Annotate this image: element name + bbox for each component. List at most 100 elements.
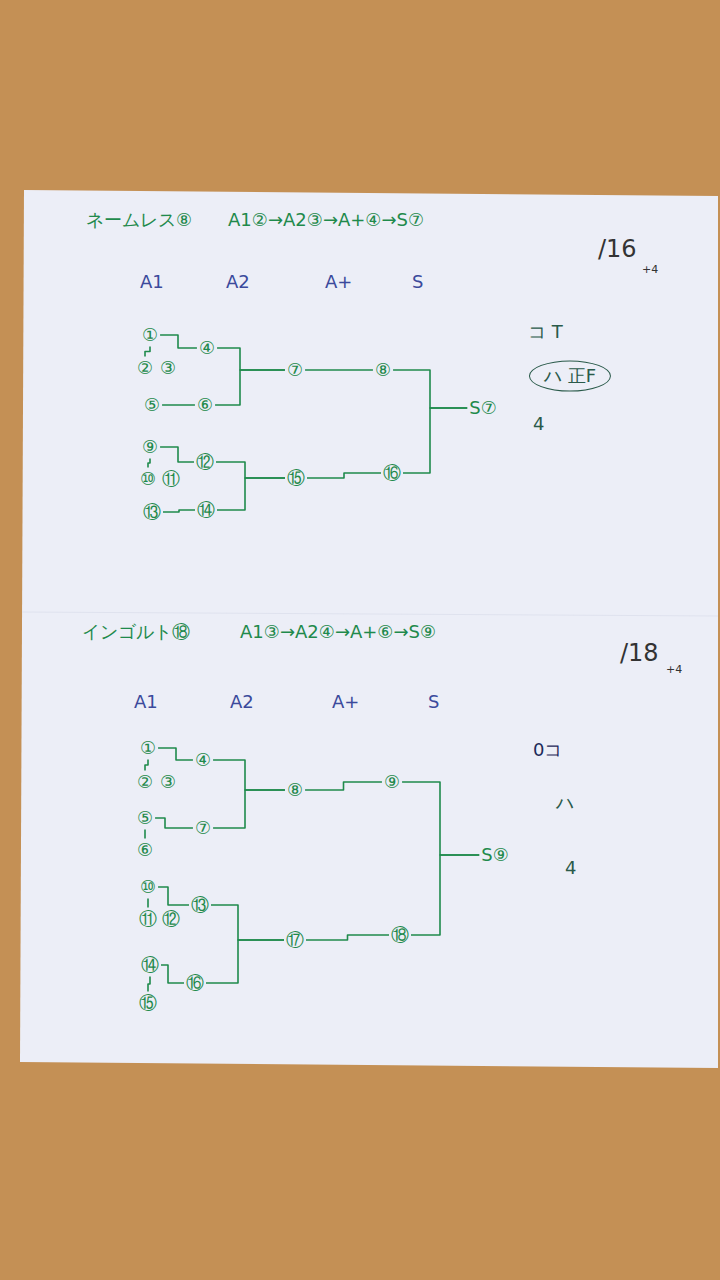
bracket-entry: S⑦ [468,398,498,419]
bracket-entry: ⑰ [285,930,305,951]
entry-number: ⑬ [143,501,161,522]
entry-number: ⑭ [197,499,215,520]
entry-number: ⑭ [141,954,159,975]
bracket-entry: ⑮ [138,993,158,1014]
bracket-line [402,782,479,855]
bracket-entry: ⑫ [161,909,181,930]
entry-number: S⑦ [469,397,497,418]
bracket-line [158,887,189,905]
entry-number: ④ [199,337,215,358]
entry-number: ⑯ [383,462,401,483]
bracket-line [213,790,285,828]
column-header: S [428,692,439,712]
circled-note: ハ 正F [529,361,611,392]
bracket-entry: ② [136,772,154,793]
bracket-entry: ⑩ [139,469,157,490]
round-sequence: A1③→A2④→A+⑥→S⑨ [240,622,436,642]
bracket-entry: S⑨ [480,845,510,866]
bracket-entry: ④ [198,338,216,359]
bracket-line [306,935,389,940]
bracket-line [216,462,285,478]
entry-number: ⑦ [287,359,303,380]
bracket-line [206,940,284,983]
bracket-entry: ⑱ [390,925,410,946]
bracket-line [305,782,382,790]
entry-number: ② [137,357,153,378]
entry-number: ⑨ [142,436,158,457]
bracket-line [215,370,285,405]
bracket-entry: ⑦ [286,360,304,381]
entry-number: ⑤ [144,394,160,415]
bracket-entry: ⑤ [143,395,161,416]
bracket-entry: ② [136,358,154,379]
section-title: インゴルト⑱ [82,622,190,642]
bracket-line [147,898,149,907]
entry-number: ⑫ [196,451,214,472]
entry-number: S⑨ [481,844,509,865]
column-header: A+ [332,692,359,712]
bracket-entry: ① [139,738,157,759]
entry-number: ⑮ [287,467,305,488]
bracket-entry: ⑨ [383,772,401,793]
bracket-line [305,369,373,371]
bracket-entry: ⑭ [140,955,160,976]
entry-number: ⑪ [139,908,157,929]
column-header: A1 [140,272,164,292]
entry-number: ① [140,737,156,758]
bracket-entry: ⑦ [194,818,212,839]
column-header: A2 [226,272,250,292]
bracket-entry: ⑧ [286,780,304,801]
entry-number: ⑩ [140,468,156,489]
entry-number: ① [142,324,158,345]
bracket-line [393,370,467,408]
bracket-entry: ⑪ [161,469,181,490]
bracket-line [158,748,193,760]
entry-number: ⑤ [137,807,153,828]
side-note: 4 [565,858,576,878]
bracket-entry: ⑬ [190,895,210,916]
column-header: A+ [325,272,352,292]
bracket-line [163,510,195,512]
entry-number: ⑰ [286,929,304,950]
bracket-line [160,335,197,348]
bracket-line [217,348,285,370]
entry-number: ④ [195,749,211,770]
column-header: S [412,272,423,292]
entry-number: ⑧ [287,779,303,800]
entry-number: ⑬ [191,894,209,915]
column-header: A1 [134,692,158,712]
score-total: /16 [598,236,637,262]
entry-number: ⑮ [139,992,157,1013]
entry-number: ⑥ [197,394,213,415]
entry-number: ⑧ [375,359,391,380]
bracket-line [160,447,194,462]
entry-number: ハ 正F [544,365,596,386]
bracket-line [411,855,479,935]
bracket-line [148,458,150,467]
bracket-entry: ④ [194,750,212,771]
bracket-line [145,759,148,770]
entry-number: ③ [160,771,176,792]
paper-sheet [20,190,718,1068]
side-note: 0コ [533,740,562,760]
entry-number: ⑯ [186,972,204,993]
bracket-entry: ⑩ [139,877,157,898]
bracket-entry: ⑯ [185,973,205,994]
bracket-line [217,478,285,510]
bracket-line [162,404,195,406]
bracket-entry: ⑨ [141,437,159,458]
side-note: ハ [556,793,574,813]
bracket-line [155,818,193,828]
entry-number: ③ [160,357,176,378]
bracket-entry: ③ [159,358,177,379]
bracket-entry: ⑤ [136,808,154,829]
entry-number: ② [137,771,153,792]
round-sequence: A1②→A2③→A+④→S⑦ [228,210,424,230]
bracket-entry: ⑭ [196,500,216,521]
entry-number: ⑱ [391,924,409,945]
bracket-entry: ③ [159,772,177,793]
